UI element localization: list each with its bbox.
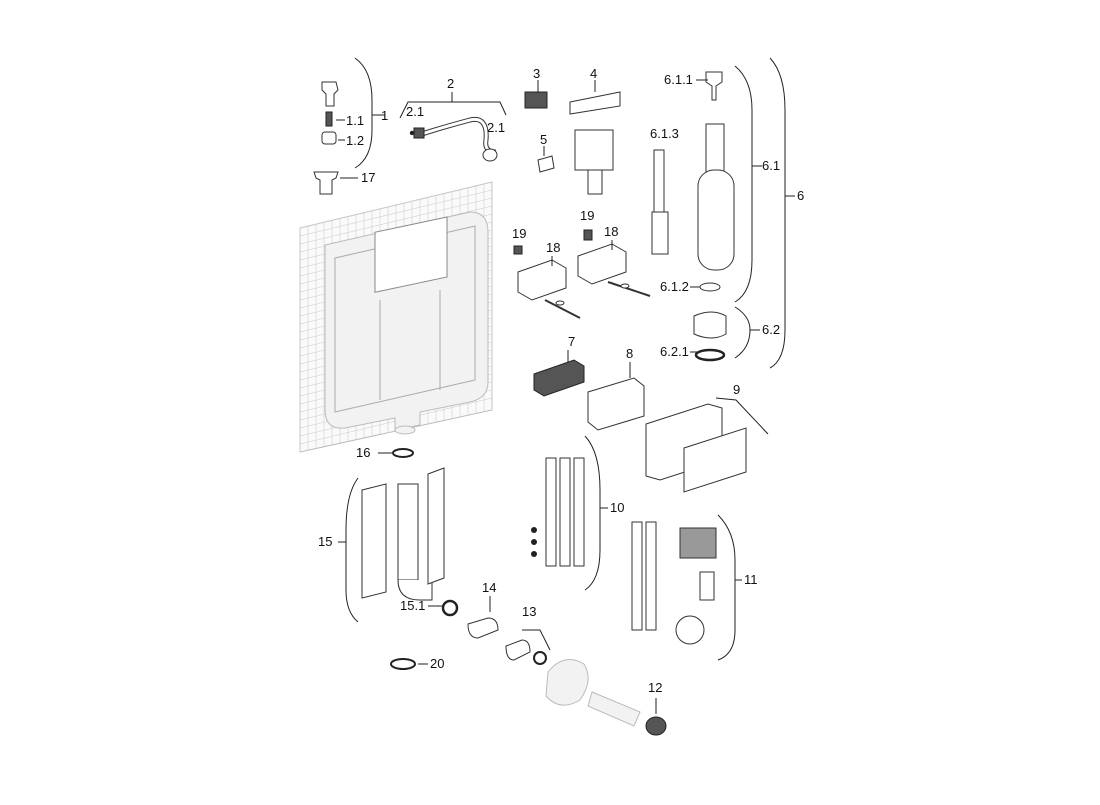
label-12: 12 <box>648 680 662 695</box>
label-13: 13 <box>522 604 536 619</box>
part-10-mounting-rails <box>531 435 608 591</box>
label-7: 7 <box>568 334 575 349</box>
label-20: 20 <box>430 656 444 671</box>
part-6-flush-valve <box>651 57 795 369</box>
label-9: 9 <box>733 382 740 397</box>
label-2-1a: 2.1 <box>406 104 424 119</box>
label-6-2-1: 6.2.1 <box>660 344 689 359</box>
label-17: 17 <box>361 170 375 185</box>
label-4: 4 <box>590 66 597 81</box>
label-10: 10 <box>610 500 624 515</box>
label-6: 6 <box>797 188 804 203</box>
label-19a: 19 <box>512 226 526 241</box>
cistern-frame-with-grid <box>299 181 493 453</box>
label-6-1: 6.1 <box>762 158 780 173</box>
label-14: 14 <box>482 580 496 595</box>
label-1: 1 <box>381 108 388 123</box>
callout-labels: 1 1.1 1.2 2 2.1 2.1 3 4 5 6 6.1 6.1.1 6.… <box>318 66 804 695</box>
label-6-1-3: 6.1.3 <box>650 126 679 141</box>
part-18-mounting-brackets <box>513 229 651 319</box>
part-2-flex-hose <box>399 92 507 162</box>
label-1-2: 1.2 <box>346 133 364 148</box>
part-4-fill-valve <box>524 80 621 195</box>
label-16: 16 <box>356 445 370 460</box>
part-7-8-9-actuator-frames <box>533 350 769 493</box>
label-18a: 18 <box>546 240 560 255</box>
label-1-1: 1.1 <box>346 113 364 128</box>
label-15-1: 15.1 <box>400 598 425 613</box>
label-11: 11 <box>744 572 758 587</box>
part-1-valve-parts <box>313 57 385 195</box>
part-15-flush-bend <box>338 467 459 623</box>
label-6-1-1: 6.1.1 <box>664 72 693 87</box>
grid-line <box>299 181 493 229</box>
label-5: 5 <box>540 132 547 147</box>
label-18b: 18 <box>604 224 618 239</box>
label-2: 2 <box>447 76 454 91</box>
label-6-1-2: 6.1.2 <box>660 279 689 294</box>
part-11-fixing-set <box>631 514 742 661</box>
label-8: 8 <box>626 346 633 361</box>
label-2-1b: 2.1 <box>487 120 505 135</box>
label-3: 3 <box>533 66 540 81</box>
label-15: 15 <box>318 534 332 549</box>
label-6-2: 6.2 <box>762 322 780 337</box>
grid-line <box>299 189 493 237</box>
label-19b: 19 <box>580 208 594 223</box>
grid-line <box>299 197 493 245</box>
part-12-13-14-16-20-fittings <box>378 448 667 736</box>
